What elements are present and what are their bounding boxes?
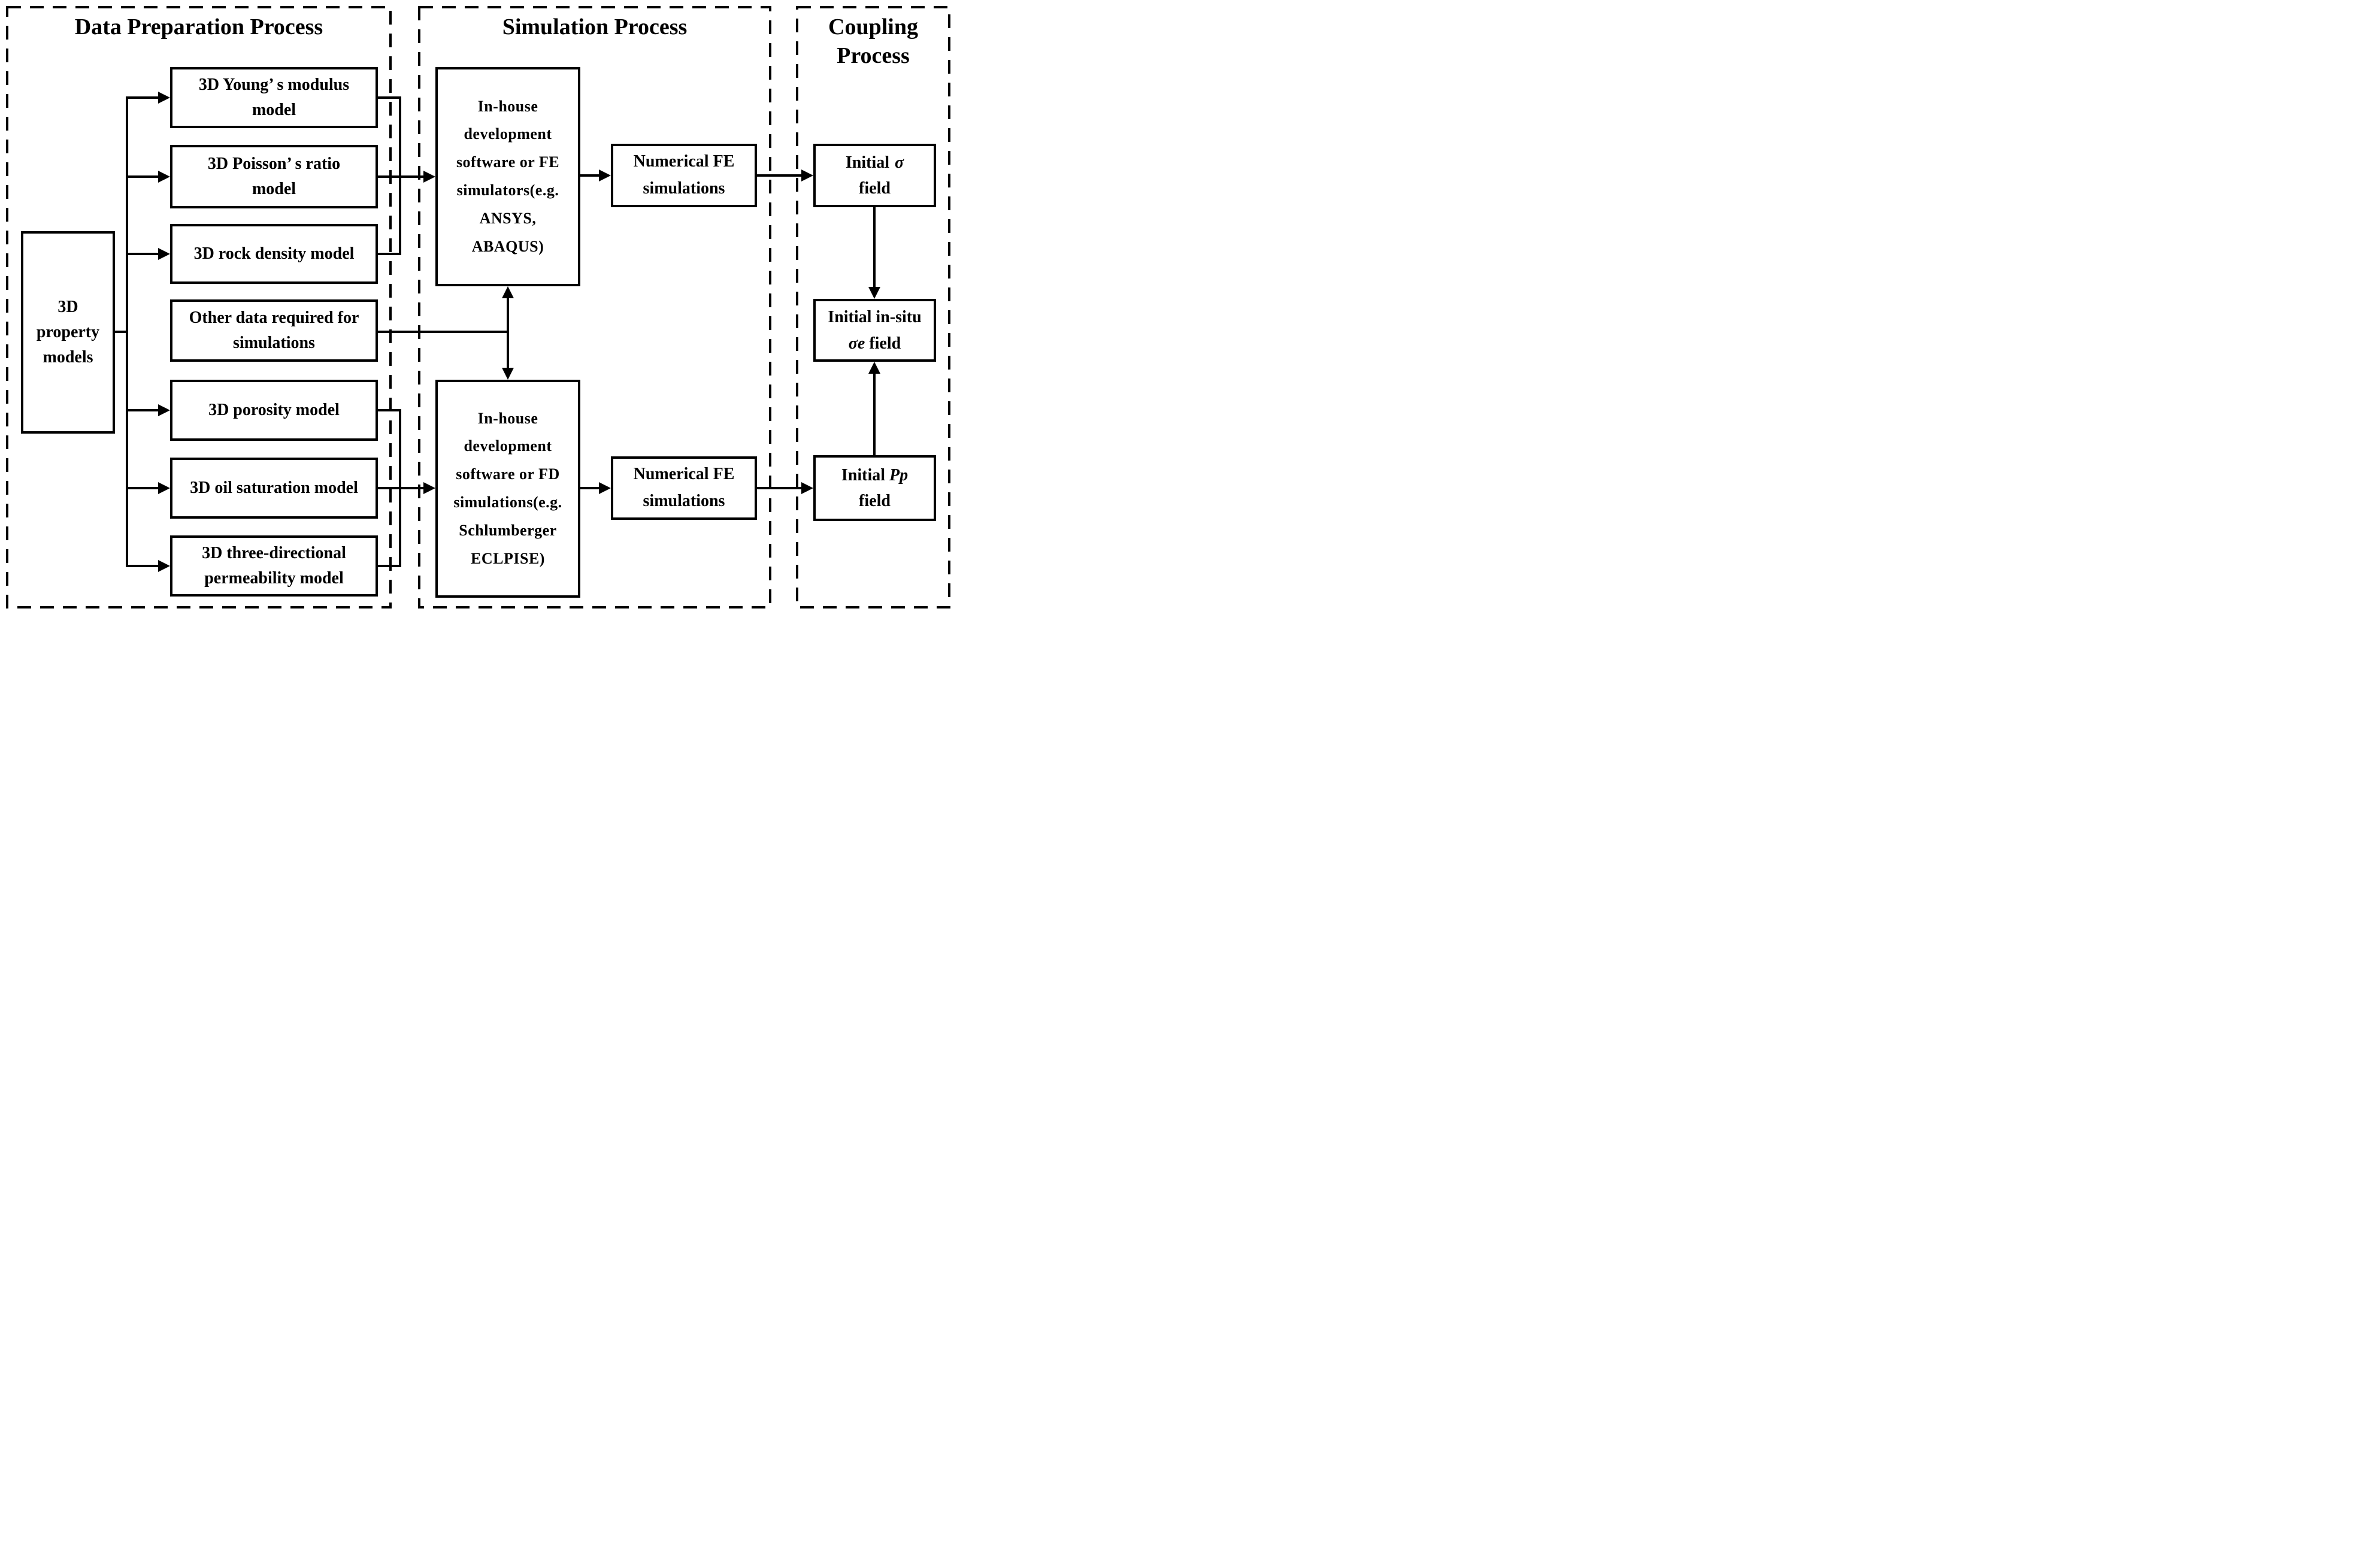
arrowhead-numerical-bottom-to-pp (801, 482, 813, 494)
node-poissons-ratio-model: 3D Poisson’ s ratio model (170, 145, 378, 208)
arrowhead-pp-to-sigma-e (868, 362, 880, 374)
arrowhead-down-into-fd (502, 368, 514, 380)
arrowhead-trunk-to-porosity (158, 404, 170, 416)
node-porosity-model: 3D porosity model (170, 380, 378, 441)
node-youngs-modulus-model: 3D Young’ s modulus model (170, 67, 378, 128)
arrowhead-up-into-fe (502, 286, 514, 298)
arrowhead-collector-to-fe (423, 171, 435, 183)
section-title-coupling: Coupling Process (828, 14, 918, 68)
section-title-simulation: Simulation Process (502, 14, 688, 40)
node-permeability-model: 3D three-directional permeability model (170, 535, 378, 597)
initial-sigma-prefix: Initial (845, 153, 890, 172)
initial-pp-prefix: Initial (841, 465, 886, 485)
node-initial-insitu-sigma-e-field: Initial in-situ σe field (813, 299, 936, 362)
pp-symbol: Pp (889, 465, 909, 485)
node-fe-software: In-house development software or FE simu… (435, 67, 580, 286)
node-3d-property-models: 3D property models (21, 231, 115, 434)
node-other-data-required: Other data required for simulations (170, 299, 378, 362)
sigma-e-symbol: σe (848, 334, 865, 353)
flowchart-canvas: Data Preparation Process Simulation Proc… (0, 0, 952, 617)
arrowhead-trunk-to-oil-saturation (158, 482, 170, 494)
initial-sigma-suffix: field (859, 179, 891, 198)
initial-pp-suffix: field (859, 492, 891, 510)
section-title-data-preparation: Data Preparation Process (74, 14, 323, 40)
node-initial-pp-field: Initial Pp field (813, 455, 936, 521)
node-initial-sigma-text: Initial σ field (846, 150, 904, 202)
arrowhead-trunk-to-poissons (158, 171, 170, 183)
node-initial-sigma-field: Initial σ field (813, 144, 936, 207)
arrowhead-trunk-to-rock-density (158, 248, 170, 260)
arrowhead-fd-to-numerical-bottom (599, 482, 611, 494)
node-initial-pp-text: Initial Pp field (841, 462, 908, 514)
arrowhead-fe-to-numerical-top (599, 169, 611, 181)
arrowhead-collector-to-fd (423, 482, 435, 494)
sigma-symbol: σ (895, 153, 904, 172)
node-numerical-fe-simulations-bottom: Numerical FE simulations (611, 456, 757, 520)
initial-sigma-e-prefix: Initial in-situ (828, 308, 922, 327)
initial-sigma-e-suffix: field (869, 334, 901, 353)
arrowhead-trunk-to-youngs (158, 92, 170, 104)
arrowhead-numerical-top-to-sigma (801, 169, 813, 181)
node-oil-saturation-model: 3D oil saturation model (170, 458, 378, 519)
node-rock-density-model: 3D rock density model (170, 224, 378, 284)
arrowhead-trunk-to-permeability (158, 560, 170, 572)
arrowhead-sigma-to-sigma-e (868, 287, 880, 299)
node-numerical-fe-simulations-top: Numerical FE simulations (611, 144, 757, 207)
node-fd-software: In-house development software or FD simu… (435, 380, 580, 598)
node-initial-sigma-e-text: Initial in-situ σe field (828, 304, 921, 356)
